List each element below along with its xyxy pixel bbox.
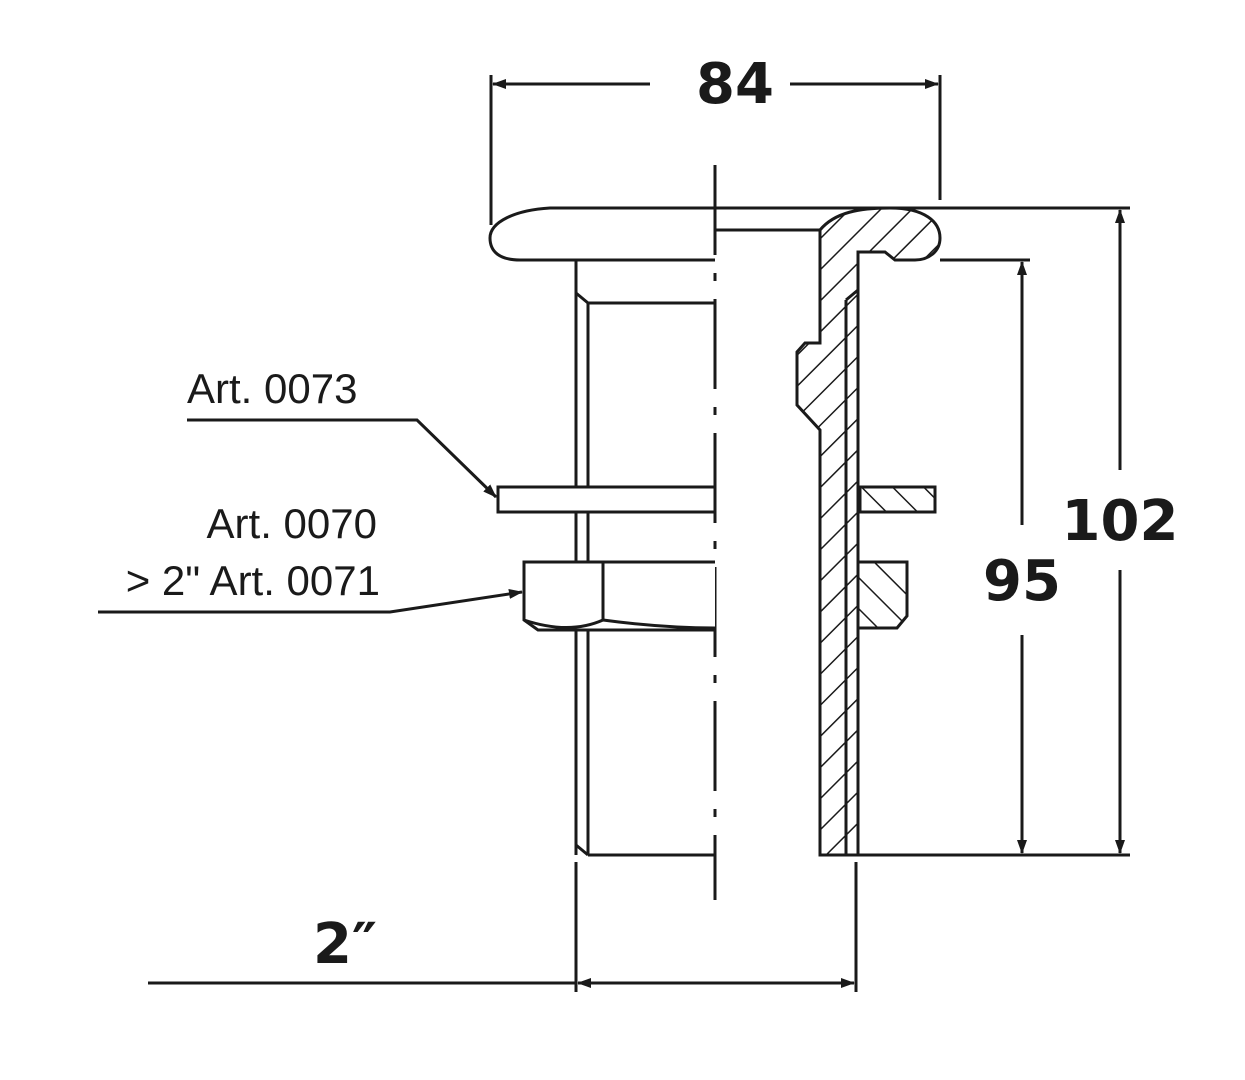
- label-nut: Art. 0070: [207, 500, 377, 547]
- dimension-84: [489, 75, 942, 225]
- label-washer: Art. 0073: [187, 365, 357, 412]
- dimension-102-label: 102: [1062, 489, 1179, 554]
- nut-left: [522, 560, 716, 632]
- flange-left: [488, 206, 715, 262]
- label-nut-large: > 2" Art. 0071: [126, 557, 380, 604]
- dimension-84-label: 84: [696, 52, 774, 117]
- leader-nut: [98, 589, 523, 614]
- dimension-thread-label: 2″: [313, 912, 377, 977]
- washer-left: [496, 485, 717, 514]
- dimension-95-label: 95: [983, 549, 1061, 614]
- leader-washer: [187, 418, 498, 499]
- washer-section: [858, 485, 937, 514]
- nut-section: [856, 560, 909, 630]
- dimension-thread: [148, 862, 858, 992]
- body-section: [795, 206, 942, 857]
- body-left: [574, 260, 715, 857]
